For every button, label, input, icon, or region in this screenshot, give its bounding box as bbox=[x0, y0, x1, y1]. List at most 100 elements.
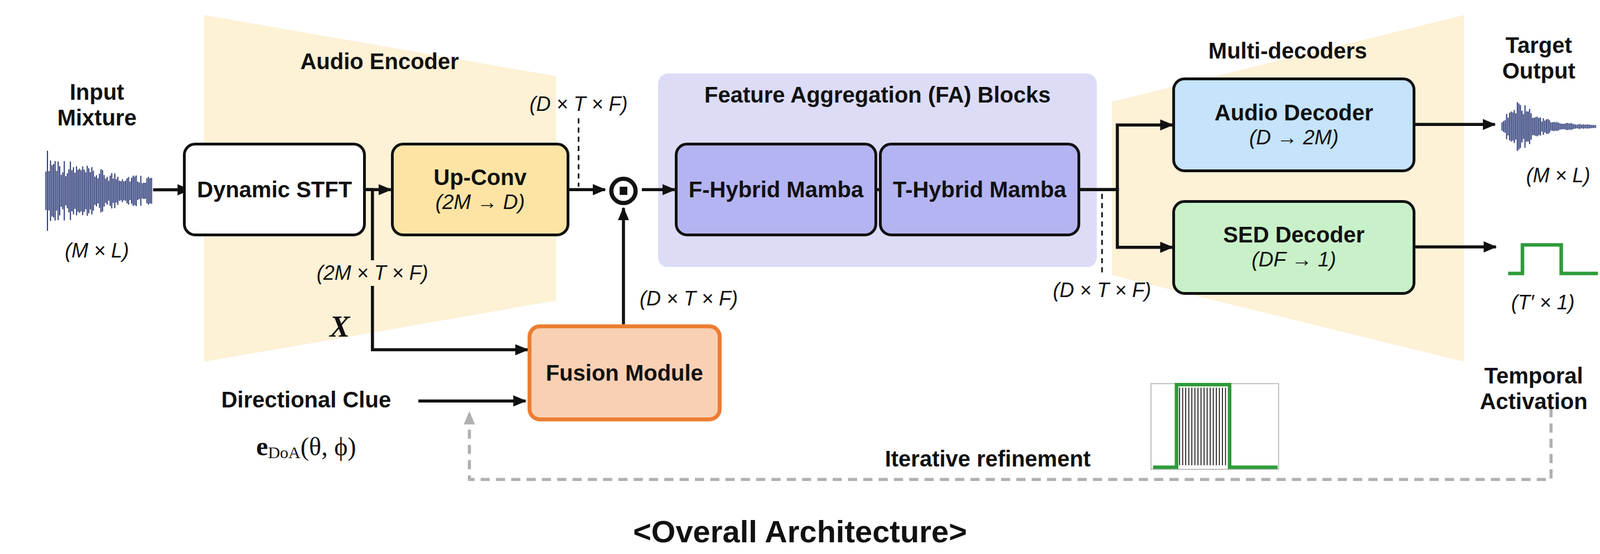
dimension-label: (D × T × F) bbox=[639, 287, 738, 311]
dimension-leader bbox=[1101, 194, 1104, 277]
math-part: DoA bbox=[267, 443, 301, 462]
hatch-stroke bbox=[1212, 388, 1215, 466]
wave-stroke bbox=[71, 170, 73, 212]
mini-plot-pulse bbox=[1153, 384, 1278, 468]
figure-caption: <Overall Architecture> bbox=[632, 513, 968, 550]
dimension-label: (D × T × F) bbox=[1052, 278, 1152, 303]
wave-stroke bbox=[1504, 120, 1506, 134]
wave-stroke bbox=[123, 181, 125, 201]
wave-stroke bbox=[1585, 124, 1587, 129]
wave-stroke bbox=[110, 173, 113, 209]
wave-stroke bbox=[56, 171, 58, 211]
box-label: F-Hybrid Mamba bbox=[688, 176, 864, 203]
wave-stroke bbox=[1524, 105, 1526, 148]
wave-stroke bbox=[109, 175, 111, 207]
operator-symbol: ⊙ bbox=[605, 167, 642, 212]
wave-stroke bbox=[95, 175, 98, 207]
wave-stroke bbox=[128, 176, 130, 205]
wave-stroke bbox=[147, 176, 149, 205]
output-waveform bbox=[1501, 102, 1595, 152]
output-arrow bbox=[1415, 245, 1497, 249]
wave-stroke bbox=[63, 161, 65, 221]
dimension-label: (M × L) bbox=[1525, 163, 1590, 188]
clue-arrow bbox=[418, 399, 526, 403]
wave-stroke bbox=[60, 175, 62, 207]
wave-stroke bbox=[1539, 117, 1541, 136]
input-arrow bbox=[152, 188, 190, 192]
hatch-stroke bbox=[1206, 388, 1208, 466]
wave-stroke bbox=[52, 163, 55, 218]
box-label: Up-Conv bbox=[433, 164, 528, 191]
wave-stroke bbox=[1536, 116, 1538, 137]
output-title: Target Output bbox=[1477, 32, 1600, 84]
wave-stroke bbox=[1547, 118, 1549, 134]
hatch-stroke bbox=[1178, 388, 1181, 466]
box-label: Fusion Module bbox=[545, 360, 704, 386]
wave-stroke bbox=[1513, 109, 1515, 143]
wave-stroke bbox=[1576, 124, 1578, 129]
wave-stroke bbox=[1593, 124, 1595, 128]
math-expression: eDoA(θ, ϕ) bbox=[255, 431, 357, 463]
wave-stroke bbox=[132, 175, 134, 207]
hatch-stroke bbox=[1215, 388, 1217, 466]
wave-stroke bbox=[1535, 117, 1537, 137]
band-title: Feature Aggregation (FA) Blocks bbox=[704, 82, 1051, 108]
refinement-loop bbox=[469, 408, 1552, 480]
wave-stroke bbox=[1548, 120, 1550, 133]
loop-label: Iterative refinement bbox=[885, 446, 1091, 472]
wave-stroke bbox=[1544, 120, 1546, 133]
wave-stroke bbox=[1518, 103, 1520, 151]
wave-stroke bbox=[1559, 123, 1561, 130]
wave-stroke bbox=[1541, 121, 1543, 132]
connector-arrow bbox=[621, 208, 626, 325]
wave-stroke bbox=[1568, 123, 1570, 130]
wave-stroke bbox=[117, 176, 119, 205]
wave-stroke bbox=[1574, 124, 1577, 129]
wave-stroke bbox=[120, 181, 122, 201]
wave-stroke bbox=[1591, 124, 1593, 129]
wave-stroke bbox=[1527, 111, 1529, 142]
hatch-stroke bbox=[1221, 388, 1224, 466]
wave-stroke bbox=[50, 160, 52, 222]
wave-stroke bbox=[1594, 124, 1597, 128]
wave-stroke bbox=[65, 176, 67, 206]
wave-stroke bbox=[1554, 122, 1556, 131]
wave-stroke bbox=[1530, 113, 1532, 140]
wave-stroke bbox=[51, 165, 53, 217]
mini-plot-hatch bbox=[1179, 388, 1226, 466]
wave-stroke bbox=[1550, 122, 1552, 132]
wave-stroke bbox=[73, 167, 75, 215]
wave-stroke bbox=[89, 172, 91, 210]
wave-stroke bbox=[126, 178, 128, 204]
wave-stroke bbox=[146, 178, 148, 204]
dimension-label: (D × T × F) bbox=[529, 92, 628, 116]
wave-stroke bbox=[1519, 105, 1521, 149]
wave-stroke bbox=[1560, 123, 1563, 130]
input-title: Input Mixture bbox=[35, 79, 159, 131]
hatch-stroke bbox=[1182, 388, 1184, 466]
decoder-box: Audio Decoder(D → 2M) bbox=[1172, 77, 1415, 173]
block-band: Feature Aggregation (FA) BlocksF-Hybrid … bbox=[658, 73, 1097, 268]
wave-stroke bbox=[102, 170, 104, 212]
wave-stroke bbox=[1590, 124, 1592, 129]
wave-stroke bbox=[81, 166, 84, 216]
output-arrow bbox=[1415, 123, 1496, 127]
wave-stroke bbox=[112, 178, 114, 203]
hatch-stroke bbox=[1225, 388, 1227, 466]
hatch-stroke bbox=[1191, 388, 1193, 466]
wave-stroke bbox=[85, 172, 87, 210]
fusion-box: Fusion Module bbox=[527, 324, 722, 422]
box-label: T-Hybrid Mamba bbox=[892, 176, 1067, 203]
wave-stroke bbox=[1588, 124, 1590, 129]
wave-stroke bbox=[1523, 114, 1525, 140]
wave-stroke bbox=[139, 176, 142, 207]
wave-stroke bbox=[62, 172, 64, 210]
wave-stroke bbox=[114, 173, 116, 209]
wave-stroke bbox=[1506, 113, 1508, 140]
band-title: Audio Encoder bbox=[300, 48, 459, 74]
wave-stroke bbox=[1567, 123, 1569, 131]
wave-stroke bbox=[92, 171, 94, 212]
decoder-band: Multi-decodersAudio Decoder(D → 2M)SED D… bbox=[1112, 15, 1464, 362]
hatch-stroke bbox=[1185, 388, 1187, 466]
wave-stroke bbox=[1512, 112, 1514, 142]
